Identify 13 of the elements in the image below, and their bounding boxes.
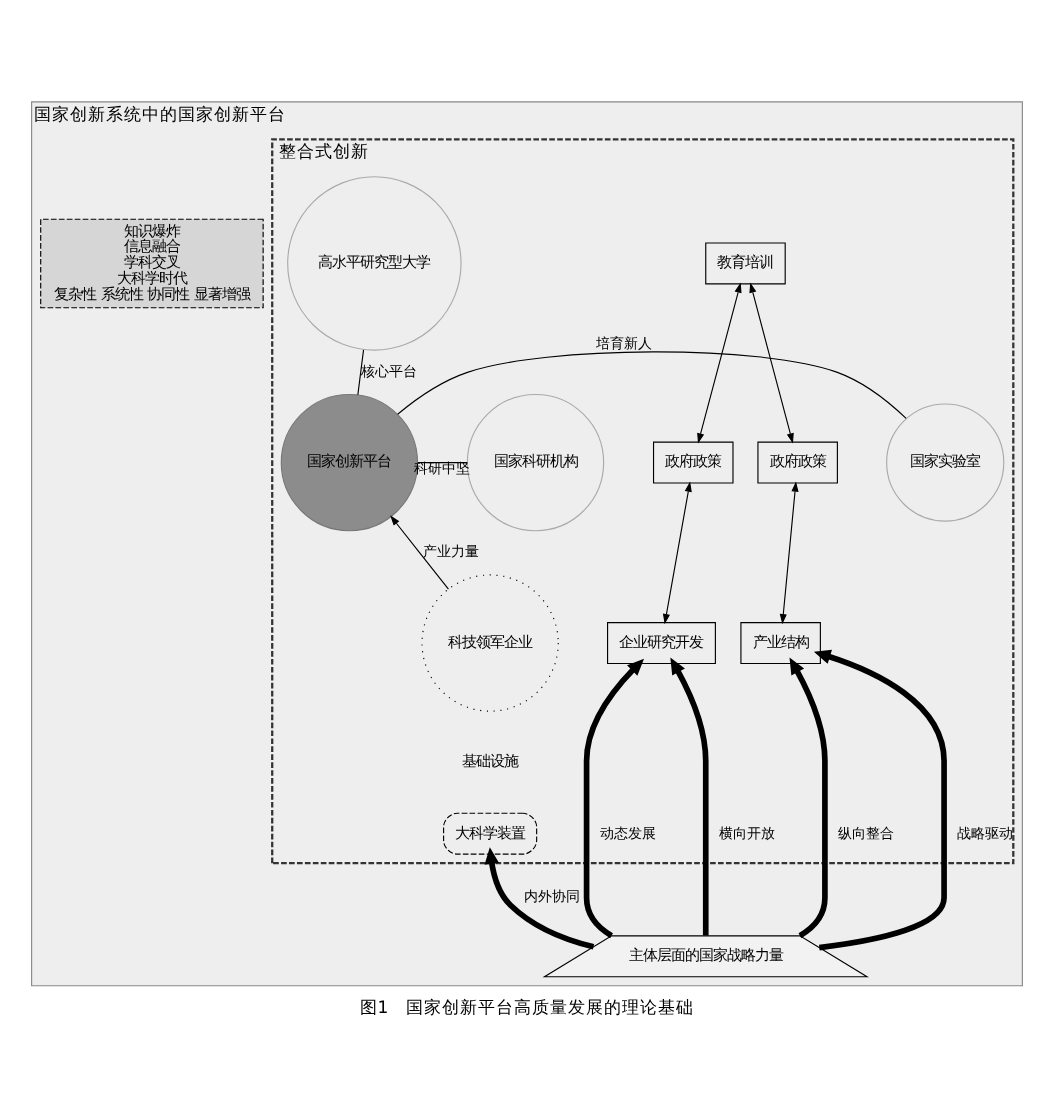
arrow [389,514,448,589]
arrow [748,281,793,443]
arrow [483,846,594,949]
arrow [788,656,827,938]
arrow [669,656,708,935]
arrow [778,480,798,624]
connector [356,348,364,395]
arrow [661,480,691,624]
connector [396,350,906,418]
arrow [582,657,643,938]
arrow [812,648,946,950]
caption: 图1 国家创新平台高质量发展的理论基础 [358,998,694,1019]
arrow [696,281,741,443]
